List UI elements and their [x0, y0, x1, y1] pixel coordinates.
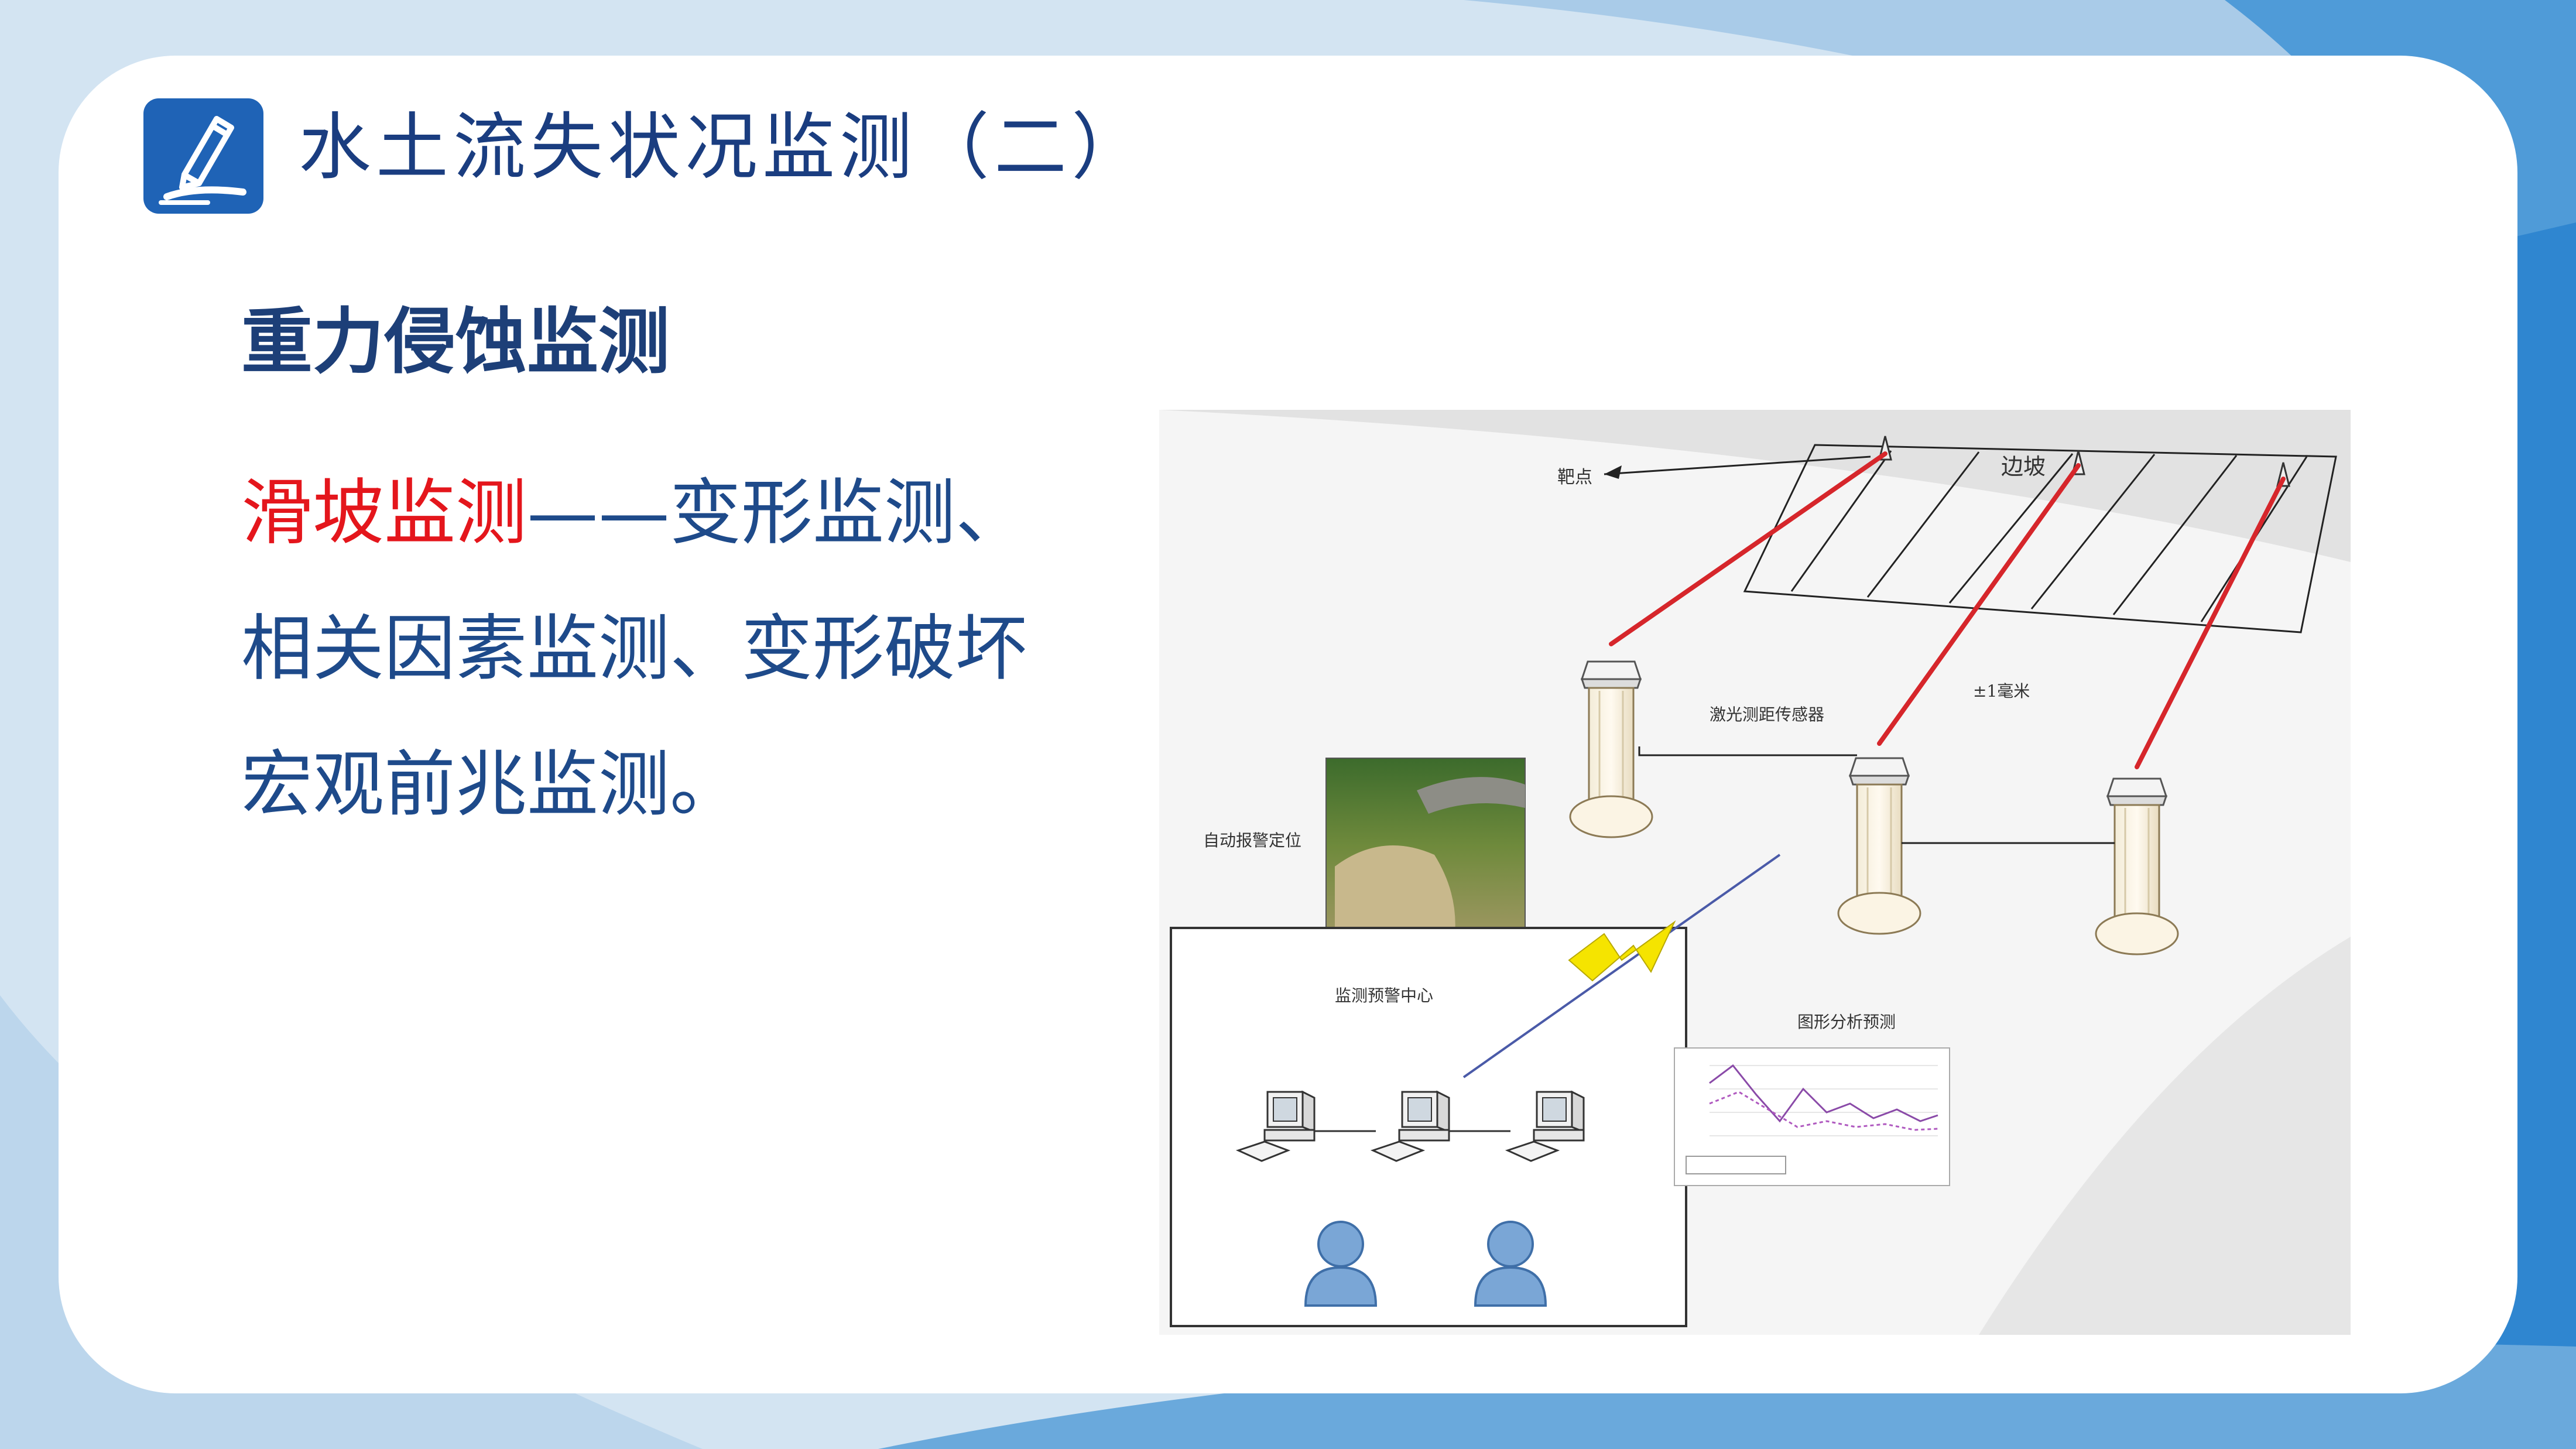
- body-line-3: 宏观前兆监测。: [241, 743, 741, 826]
- label-slope: 边坡: [2001, 454, 2046, 479]
- body-line-1: 滑坡监测——变形监测、: [241, 445, 1155, 581]
- section-heading: 重力侵蚀监测: [241, 300, 670, 383]
- label-target-point: 靶点: [1557, 467, 1592, 488]
- wireless-link: [1462, 854, 1781, 1078]
- landslide-monitoring-diagram: 靶点 边坡 激光测距传感器 ±1毫米 自动报警定位 监测预警中心 图形分析预测: [1159, 410, 2351, 1335]
- label-precision: ±1毫米: [1973, 681, 2030, 701]
- analysis-chart: [1674, 1047, 1950, 1186]
- body-line-2: 相关因素监测、变形破坏: [241, 607, 1027, 690]
- lightning-icon: [1568, 920, 1676, 982]
- label-graph-analysis: 图形分析预测: [1797, 1012, 1896, 1032]
- label-auto-alarm: 自动报警定位: [1203, 831, 1301, 850]
- pen-edit-icon: [159, 116, 246, 205]
- label-laser-sensor: 激光测距传感器: [1710, 705, 1824, 724]
- highlight-term: 滑坡监测: [241, 471, 527, 554]
- page-title: 水土流失状况监测（二）: [299, 105, 1149, 190]
- slope-plane: [1743, 444, 2337, 633]
- label-monitoring-center: 监测预警中心: [1335, 986, 1433, 1005]
- body-paragraph: 滑坡监测——变形监测、 相关因素监测、变形破坏 宏观前兆监测。: [241, 445, 1155, 852]
- logo-badge: [143, 98, 263, 214]
- body-line-1-rest: ——变形监测、: [527, 471, 1027, 554]
